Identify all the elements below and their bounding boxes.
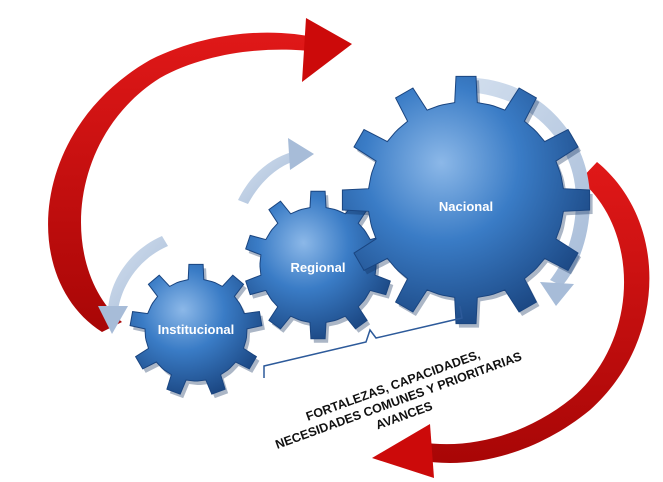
caption-line-2: NECESIDADES COMUNES Y PRIORITARIAS	[273, 349, 523, 451]
grouping-bracket	[263, 305, 463, 378]
gear-institucional-body	[129, 263, 263, 395]
small-arrow-middle	[238, 138, 314, 204]
small-arrow-left	[98, 236, 168, 334]
gear-nacional-body	[341, 75, 591, 325]
gear-regional	[245, 190, 394, 343]
gear-regional-body	[245, 190, 391, 340]
gear-nacional	[341, 75, 593, 328]
gear-institucional	[129, 263, 265, 399]
small-arrow-right	[456, 77, 590, 306]
gear-label-nacional: Nacional	[439, 199, 493, 214]
big-red-arrow-bottom	[372, 162, 650, 478]
gear-label-institucional: Institucional	[158, 322, 235, 337]
gear-label-regional: Regional	[291, 260, 346, 275]
big-red-arrow-top	[48, 18, 352, 333]
